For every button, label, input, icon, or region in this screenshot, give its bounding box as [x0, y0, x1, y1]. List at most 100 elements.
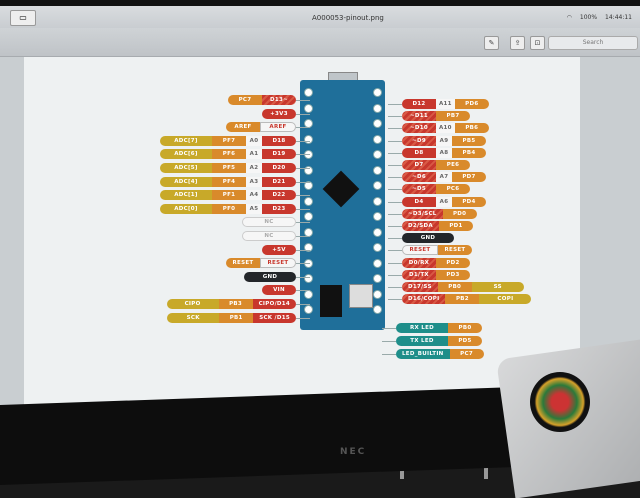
- pin-wire: [382, 354, 396, 355]
- header-pin: [373, 88, 382, 97]
- pin-label: PB2: [445, 294, 480, 305]
- header-pin: [304, 243, 313, 252]
- document-title[interactable]: A000053-pinout.png: [312, 14, 384, 22]
- status-area: ◠ 100% 14:44:11: [567, 14, 632, 21]
- pin-label: PB3: [218, 299, 253, 309]
- header-pin: [373, 181, 382, 190]
- header-pin: [373, 103, 382, 113]
- header-pin: [304, 165, 313, 175]
- pin-label: NC: [242, 217, 296, 228]
- battery-label[interactable]: 100%: [579, 14, 598, 21]
- pin-label: A11: [436, 99, 455, 109]
- pin-wire: [388, 262, 402, 264]
- header-pin: [373, 289, 382, 299]
- header-pin: [304, 212, 313, 221]
- pin-wire: [296, 113, 310, 115]
- pin-label: ADC[0]: [160, 203, 212, 214]
- pin-wire: [296, 168, 310, 169]
- toolbox-icon[interactable]: ⊡: [530, 36, 545, 50]
- pin-wire: [296, 100, 310, 101]
- pin-label: ADC[6]: [160, 149, 212, 160]
- wifi-icon[interactable]: ◠: [566, 14, 572, 21]
- left_rows-row: +3V3: [262, 108, 296, 119]
- pin-label: D4: [402, 196, 436, 207]
- pin-wire: [388, 165, 402, 166]
- pin-label: D18: [262, 135, 296, 146]
- monitor-bezel-top: [0, 0, 640, 10]
- pin-label: +5V: [262, 244, 296, 255]
- pin-label: COPI: [479, 294, 532, 305]
- markup-pen-icon[interactable]: ✎: [484, 36, 499, 50]
- pin-label: LED_BUILTIN: [396, 349, 450, 359]
- pin-label: PC7: [228, 95, 262, 105]
- header-pin: [304, 134, 313, 144]
- pin-wire: [388, 201, 402, 203]
- pin-label: D0/RX: [402, 257, 436, 268]
- pin-label: CIPO/D14: [252, 299, 296, 309]
- pin-label: PB5: [452, 135, 486, 146]
- pin-wire: [382, 328, 396, 329]
- pin-label: PB6: [454, 123, 489, 134]
- pin-wire: [296, 276, 310, 278]
- pin-label: ADC[4]: [160, 176, 212, 187]
- left_rows-row: NC: [242, 231, 296, 241]
- pin-label: PB0: [437, 282, 472, 292]
- pin-label: D13~: [262, 95, 296, 105]
- pin-label: A4: [246, 190, 262, 201]
- pin-label: A8: [436, 147, 452, 158]
- pin-label: PB1: [219, 312, 254, 323]
- pin-label: RX LED: [396, 323, 448, 333]
- pin-label: PD0: [442, 208, 477, 219]
- pin-label: PE6: [436, 160, 470, 170]
- header-pin: [373, 305, 382, 314]
- pin-label: ADC[1]: [160, 190, 212, 201]
- search-input[interactable]: Search: [548, 36, 638, 50]
- menu-bar: ▭ A000053-pinout.png ◠ 100% 14:44:11: [0, 6, 640, 28]
- pin-label: VIN: [262, 285, 296, 296]
- header-pin: [304, 88, 313, 97]
- header-pin: [304, 258, 313, 268]
- header-pin: [304, 103, 313, 113]
- pin-wire: [296, 290, 310, 292]
- pin-label: AREF: [260, 122, 296, 133]
- pin-wire: [388, 213, 402, 215]
- pin-label: +3V3: [262, 108, 296, 119]
- pin-label: D22: [262, 190, 296, 201]
- pin-label: PB0: [448, 323, 482, 333]
- pin-label: PD2: [436, 257, 470, 268]
- header-pin: [373, 227, 382, 237]
- pin-label: D23: [262, 203, 296, 214]
- pin-label: RESET: [438, 245, 472, 256]
- share-icon[interactable]: ⇪: [510, 36, 525, 50]
- header-pin: [373, 274, 382, 283]
- header-pin: [373, 119, 382, 128]
- sidebar-toggle-button[interactable]: ▭: [10, 10, 36, 26]
- pin-wire: [296, 249, 310, 251]
- left_rows-row: GND: [244, 271, 296, 282]
- pin-label: SCK: [167, 312, 220, 323]
- pin-label: PF4: [212, 176, 246, 187]
- pin-wire: [296, 304, 310, 305]
- header-pin: [373, 258, 382, 268]
- pin-label: PD6: [454, 99, 489, 109]
- pin-label: CIPO: [166, 299, 219, 309]
- toolbar: ✎ ⇪ ⊡ Search: [0, 28, 640, 57]
- header-pin: [373, 212, 382, 221]
- pin-wire: [296, 236, 310, 237]
- pin-label: SCK /D15: [253, 312, 296, 323]
- pin-wire: [388, 299, 402, 301]
- pin-label: A0: [246, 135, 262, 146]
- clock-label[interactable]: 14:44:11: [605, 14, 632, 21]
